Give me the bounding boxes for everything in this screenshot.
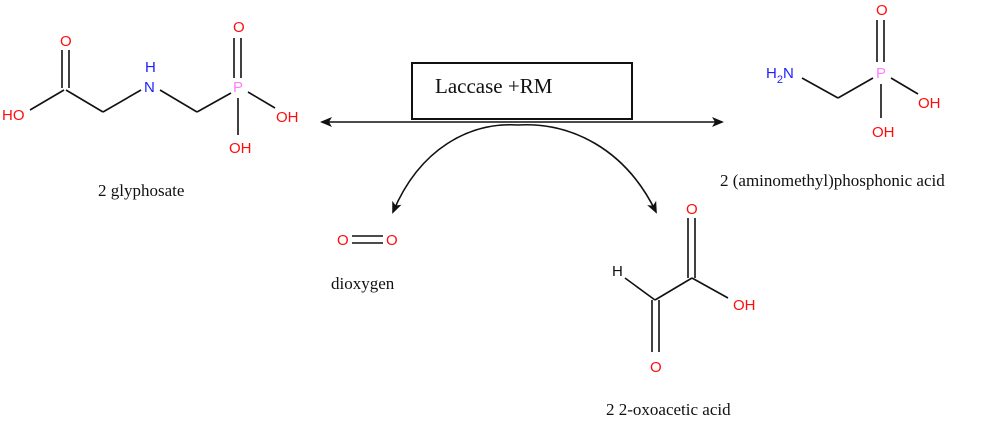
glyphosate-structure: O HO H N P O OH OH [2, 19, 299, 157]
atom-label: P [233, 79, 243, 96]
atom-label-subscript: 2 [777, 74, 783, 86]
atom-label: H [145, 59, 156, 76]
bond [691, 277, 729, 299]
atom-label: OH [229, 140, 252, 157]
ampa-caption: 2 (aminomethyl)phosphonic acid [720, 171, 945, 190]
bond [801, 77, 839, 99]
atom-label: O [686, 201, 698, 218]
glyphosate-caption: 2 glyphosate [98, 181, 184, 200]
ampa-structure: H2N P O OH OH [766, 2, 941, 141]
bond [837, 77, 874, 99]
atom-label: O [233, 19, 245, 36]
bond [890, 77, 919, 95]
dioxygen-caption: dioxygen [331, 274, 395, 293]
curved-arrow-to-dioxygen [392, 124, 519, 214]
bond [247, 91, 276, 109]
atom-label: O [650, 359, 662, 376]
atom-label: N [144, 79, 155, 96]
enzyme-label-box: Laccase +RM [411, 62, 633, 120]
bond [196, 92, 232, 113]
bond [654, 277, 693, 301]
atom-label: OH [918, 95, 941, 112]
oxoacetic-acid-structure: H O OH O [612, 201, 756, 376]
atom-label: H2N [766, 65, 794, 86]
dioxygen-structure: O O [337, 232, 398, 249]
atom-label: O [876, 2, 888, 19]
atom-label: H [612, 263, 623, 280]
atom-label-h: H [766, 65, 777, 82]
atom-label: HO [2, 107, 25, 124]
bond [624, 277, 656, 301]
atom-label: P [876, 65, 886, 82]
atom-label-n: N [783, 65, 794, 82]
oxoacetic-acid-caption: 2 2-oxoacetic acid [606, 400, 731, 419]
atom-label: OH [733, 297, 756, 314]
bond [159, 89, 198, 113]
enzyme-label: Laccase +RM [435, 74, 553, 98]
atom-label: OH [872, 124, 895, 141]
bond [29, 89, 65, 111]
bond [102, 89, 142, 113]
atom-label: OH [276, 109, 299, 126]
atom-label: O [337, 232, 349, 249]
atom-label: O [386, 232, 398, 249]
curved-arrow-to-oxoacetic-acid [517, 124, 657, 214]
bond [65, 89, 104, 113]
atom-label: O [60, 33, 72, 50]
